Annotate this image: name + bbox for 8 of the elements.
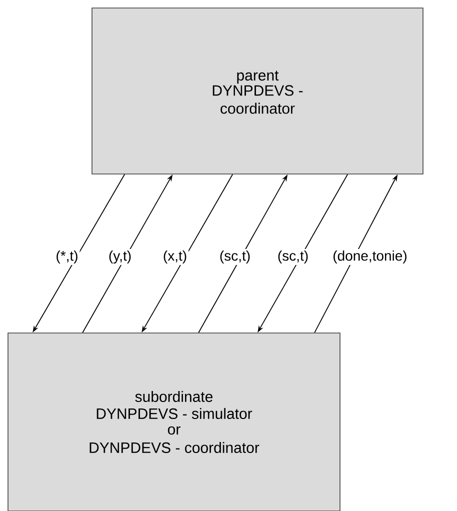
edge-label: (*,t) bbox=[54, 248, 80, 266]
edge-label: (y,t) bbox=[106, 248, 134, 266]
edge-label: (x,t) bbox=[161, 248, 189, 266]
process-box: subordinate DYNPDEVS - simulator or DYNPDEVS - coordinator bbox=[8, 332, 340, 511]
edge-label: (sc,t) bbox=[218, 248, 252, 266]
edge-label: (sc,t) bbox=[276, 248, 310, 266]
edge-label: (done,tonie) bbox=[331, 248, 409, 266]
process-box: parent DYNPDEVS - coordinator bbox=[92, 8, 424, 174]
